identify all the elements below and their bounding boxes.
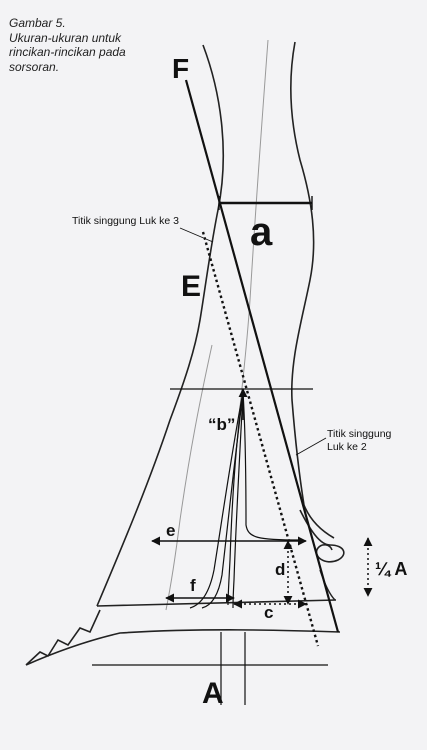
- label-A: A: [202, 677, 224, 710]
- label-F: F: [172, 53, 189, 84]
- gonjo-base: [25, 599, 341, 666]
- annotation-luk3: Titik singgung Luk ke 3: [72, 215, 179, 227]
- label-E: E: [181, 270, 201, 303]
- caption-line-4: sorsoran.: [9, 59, 60, 74]
- annotation-luk2-line2: Luk ke 2: [327, 441, 367, 453]
- label-c: c: [264, 603, 273, 622]
- label-quarter-A: ¼ A: [375, 559, 407, 579]
- annotation-luk2-line1: Titik singgung: [327, 428, 392, 440]
- label-a: a: [250, 210, 273, 254]
- label-e: e: [166, 521, 175, 540]
- luk3-leader: [179, 227, 214, 243]
- label-b: “b”: [208, 415, 235, 434]
- caption-line-2: Ukuran-ukuran untuk: [9, 30, 122, 45]
- label-f: f: [190, 576, 196, 595]
- inner-guide-line: [165, 344, 213, 611]
- blade-left-edge: [96, 44, 225, 607]
- greneng-curl: [299, 509, 345, 563]
- luk2-leader: [295, 437, 327, 456]
- caption-line-3: rincikan-rincikan pada: [9, 45, 126, 59]
- caption-line-1: Gambar 5.: [9, 16, 66, 30]
- blade-right-edge: [290, 41, 335, 539]
- line-E-dotted: [201, 231, 320, 647]
- line-F: [184, 79, 340, 633]
- figure-caption: Gambar 5. Ukuran-ukuran untuk rincikan-r…: [9, 16, 179, 74]
- label-d: d: [275, 560, 285, 579]
